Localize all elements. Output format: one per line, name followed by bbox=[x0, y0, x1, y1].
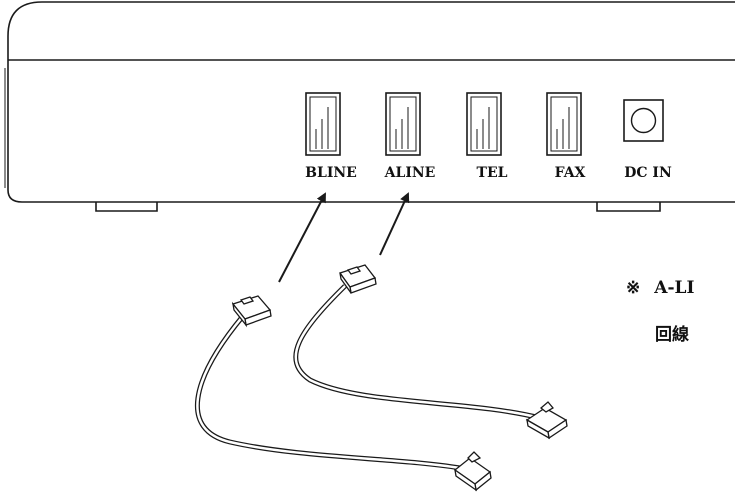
telephone-cables bbox=[194, 264, 568, 492]
arrow-to-bline bbox=[278, 192, 326, 283]
port-bline: BLINE bbox=[305, 92, 357, 181]
jack-opening bbox=[550, 96, 578, 152]
cable-bline-wire bbox=[194, 314, 461, 471]
right-foot bbox=[596, 202, 661, 212]
jack-opening bbox=[389, 96, 417, 152]
port-label-bline: BLINE bbox=[305, 165, 357, 181]
note-line-1-text: A-LI bbox=[654, 278, 695, 298]
cable-aline-wire bbox=[293, 284, 541, 421]
port-aline: ALINE bbox=[384, 92, 436, 181]
insertion-arrows bbox=[278, 192, 410, 283]
port-label-tel: TEL bbox=[477, 165, 508, 181]
jack-frame bbox=[546, 92, 582, 156]
device-feet bbox=[95, 202, 661, 212]
port-tel: TEL bbox=[466, 92, 508, 181]
jack-opening bbox=[470, 96, 498, 152]
cable-aline bbox=[293, 264, 568, 440]
port-label-aline: ALINE bbox=[384, 165, 436, 181]
jack-opening bbox=[309, 96, 337, 152]
arrow-to-aline bbox=[379, 192, 410, 256]
port-dcin: DC IN bbox=[623, 99, 672, 181]
dc-jack-hole bbox=[630, 107, 657, 134]
device-body bbox=[4, 1, 735, 203]
jack-frame bbox=[385, 92, 421, 156]
port-label-dcin: DC IN bbox=[624, 165, 672, 181]
note-line-1: ※ A-LI bbox=[626, 278, 694, 298]
jack-frame bbox=[305, 92, 341, 156]
plug-far-bline bbox=[453, 451, 492, 492]
note-mark: ※ bbox=[626, 278, 641, 298]
note-line-2: 回線 bbox=[655, 320, 689, 345]
port-fax: FAX bbox=[546, 92, 586, 181]
note-line-2-text: 回線 bbox=[655, 325, 689, 345]
cable-bline bbox=[194, 295, 492, 492]
plug-near-aline bbox=[338, 264, 377, 294]
ports-group: BLINE ALINE TEL FAX DC IN bbox=[305, 92, 672, 181]
jack-frame bbox=[466, 92, 502, 156]
plug-near-bline bbox=[231, 295, 272, 328]
port-label-fax: FAX bbox=[555, 165, 586, 181]
plug-far-aline bbox=[525, 401, 568, 440]
left-foot bbox=[95, 202, 158, 212]
